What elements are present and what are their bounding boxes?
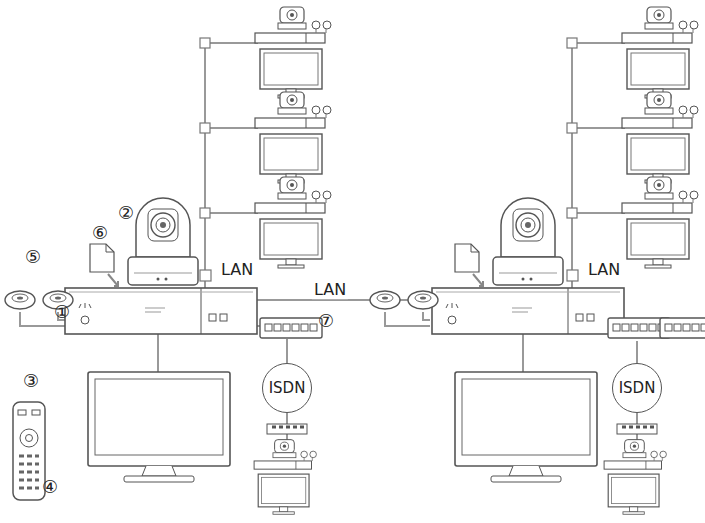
- callout-number: ⑤: [25, 247, 41, 267]
- callout-number: ①: [54, 302, 70, 322]
- callout-number: ⑦: [318, 311, 334, 331]
- network-label: LAN: [588, 261, 620, 279]
- callout-number: ⑥: [92, 223, 108, 243]
- network-cloud-circle: ISDN: [612, 363, 662, 413]
- callout-number: ②: [118, 203, 134, 223]
- callout-number: ③: [23, 371, 39, 391]
- network-cloud-circle: ISDN: [262, 363, 312, 413]
- network-label: ISDN: [619, 379, 656, 397]
- network-label: ISDN: [269, 379, 306, 397]
- network-label: LAN: [221, 261, 253, 279]
- remote-commander: [13, 402, 45, 500]
- network-label: LAN: [312, 281, 348, 299]
- callout-number: ④: [42, 477, 58, 497]
